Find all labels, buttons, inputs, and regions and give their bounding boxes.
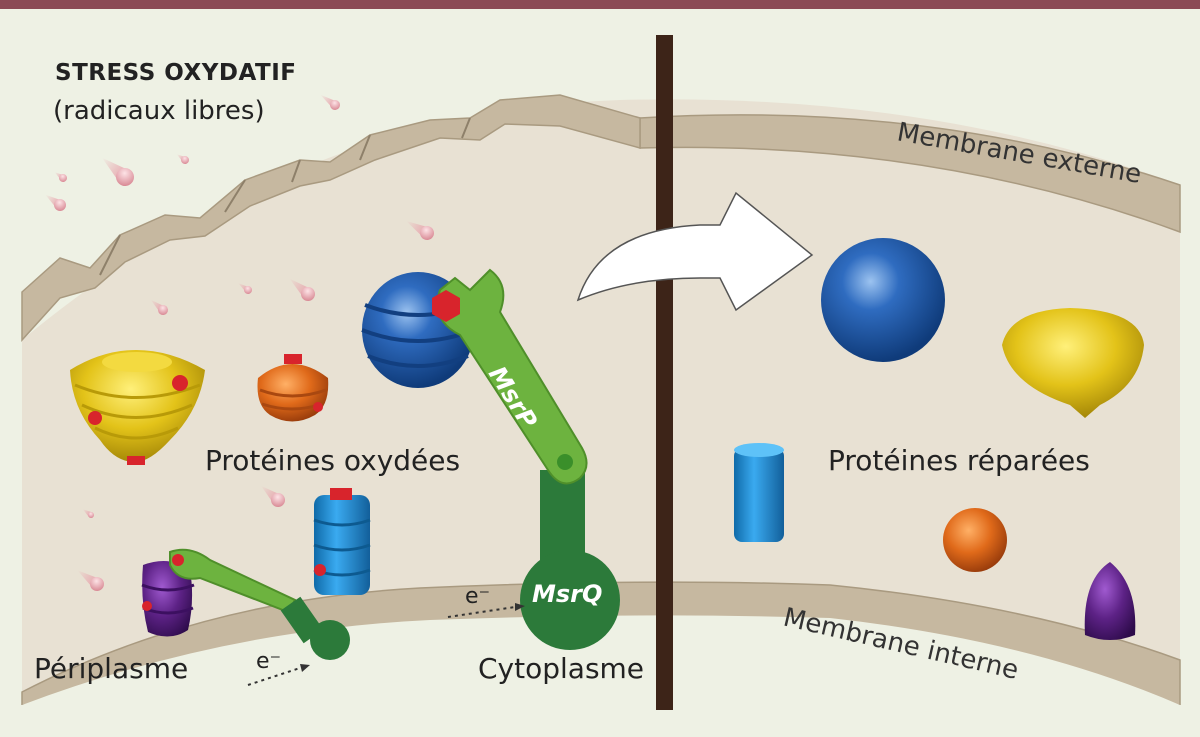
repaired-blue-protein	[821, 238, 945, 362]
oxidized-yellow-protein	[70, 350, 205, 465]
small-msrp-wrench	[169, 548, 350, 660]
title: STRESS OXYDATIF	[55, 60, 297, 86]
electron-label-cyto: e⁻	[465, 584, 490, 609]
outer-membrane-left-cracked	[21, 94, 641, 342]
electron-label-peri: e⁻	[256, 649, 281, 674]
oxidized-proteins-label: Protéines oxydées	[205, 444, 461, 477]
repair-arrow	[576, 191, 814, 312]
msrp-wrench	[436, 268, 588, 485]
subtitle: (radicaux libres)	[53, 96, 265, 126]
cytoplasm-label: Cytoplasme	[478, 652, 645, 685]
outer-membrane-right	[639, 114, 1181, 234]
electron-arrow-cyto	[447, 606, 516, 618]
msrq-body	[520, 550, 620, 650]
electron-arrow-peri	[247, 667, 301, 686]
repaired-purple-protein	[1084, 562, 1136, 640]
repaired-yellow-protein	[1002, 308, 1144, 418]
oxidized-purple-protein	[141, 561, 195, 637]
repaired-orange-protein	[943, 508, 1007, 572]
bottom-margin	[0, 705, 1200, 737]
nut	[432, 290, 460, 322]
top-frame-bar	[0, 0, 1200, 9]
repaired-cyan-protein	[734, 448, 784, 542]
divider-bar	[656, 35, 673, 710]
membrane-cracks	[99, 117, 471, 276]
free-radicals	[45, 94, 434, 591]
msrq-label: MsrQ	[532, 580, 602, 608]
periplasm-label: Périplasme	[34, 652, 189, 685]
repaired-proteins-label: Protéines réparées	[828, 444, 1090, 477]
msrp-msrq-complex	[432, 268, 620, 650]
oxidized-orange-protein	[257, 354, 329, 422]
oxidized-cyan-protein	[313, 488, 371, 595]
